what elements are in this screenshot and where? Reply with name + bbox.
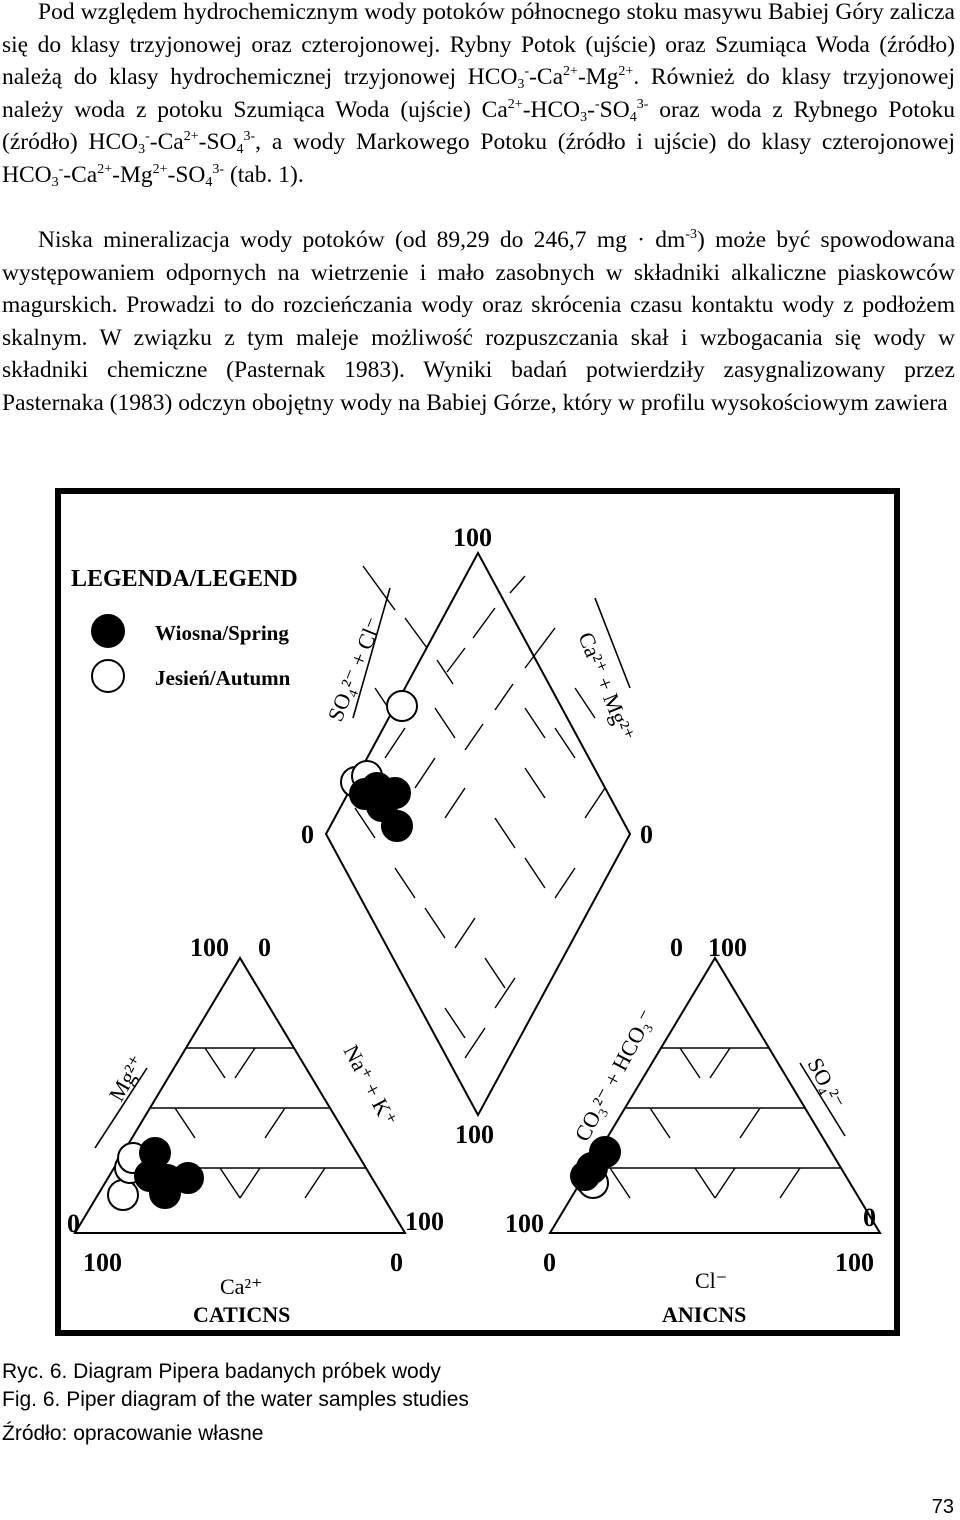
cation-triangle-outline	[73, 956, 407, 1234]
diamond-tick-bottom: 100	[455, 1120, 494, 1149]
anion-tick-left-top: 0	[670, 933, 683, 962]
sample-points	[107, 690, 621, 1211]
legend-title: LEGENDA/LEGEND	[71, 566, 298, 592]
cation-mg-arrow	[94, 1067, 148, 1149]
anion-tick-right-top: 100	[708, 933, 747, 962]
anion-tick-left: 100	[505, 1209, 544, 1238]
legend-autumn-label: Jesień/Autumn	[155, 666, 291, 690]
anion-point-spring	[570, 1161, 600, 1191]
diamond-plot	[324, 550, 632, 1118]
cation-tick-right: 100	[405, 1207, 444, 1236]
diamond-point-autumn	[386, 690, 418, 722]
cation-tick-left-top: 100	[190, 933, 229, 962]
cation-point-autumn	[107, 1179, 139, 1211]
anion-so4-arrow	[799, 1062, 846, 1137]
paragraph-hydrochemistry: Pod względem hydrochemicznym wody potokó…	[2, 0, 956, 190]
page-number: 73	[931, 1496, 954, 1518]
anion-triangle-outline	[548, 956, 882, 1234]
legend-spring-label: Wiosna/Spring	[155, 621, 289, 645]
caption-pl: Ryc. 6. Diagram Pipera badanych próbek w…	[2, 1360, 441, 1383]
cation-point-spring	[149, 1177, 181, 1209]
legend-spring-marker	[91, 614, 125, 648]
anion-triangle-grid	[590, 1047, 840, 1199]
axis-label-cl: Cl⁻	[695, 1268, 727, 1293]
diamond-tick-right: 0	[640, 820, 653, 849]
diamond-point-spring	[381, 810, 413, 842]
piper-diagram: LEGENDA/LEGEND Wiosna/Spring Jesień/Autu…	[55, 488, 900, 1336]
diamond-tick-left: 0	[301, 820, 314, 849]
cation-tick-bottom-left: 100	[83, 1248, 122, 1277]
caption-source: Źródło: opracowanie własne	[2, 1422, 264, 1445]
cation-tick-left: 0	[67, 1209, 80, 1238]
cation-tick-right-top: 0	[258, 933, 271, 962]
label-anions: ANICNS	[662, 1302, 746, 1327]
cation-point-spring	[172, 1162, 204, 1194]
anion-tick-bottom-left: 0	[543, 1248, 556, 1277]
diamond-tick-top: 100	[453, 523, 492, 552]
anion-triangle	[548, 956, 882, 1234]
paragraph-mineralization: Niska mineralizacja wody potoków (od 89,…	[2, 227, 955, 416]
label-cations: CATICNS	[193, 1302, 290, 1327]
anion-tick-bottom-right: 100	[835, 1248, 874, 1277]
caption-en: Fig. 6. Piper diagram of the water sampl…	[2, 1388, 469, 1411]
figure-frame	[55, 488, 900, 1336]
legend-autumn-marker	[91, 659, 125, 693]
cation-tick-bottom-right: 0	[390, 1248, 403, 1277]
diamond-outline	[324, 550, 632, 1118]
anion-tick-right: 0	[863, 1203, 876, 1232]
axis-label-ca: Ca²⁺	[220, 1274, 263, 1299]
diamond-arrows	[352, 587, 631, 719]
